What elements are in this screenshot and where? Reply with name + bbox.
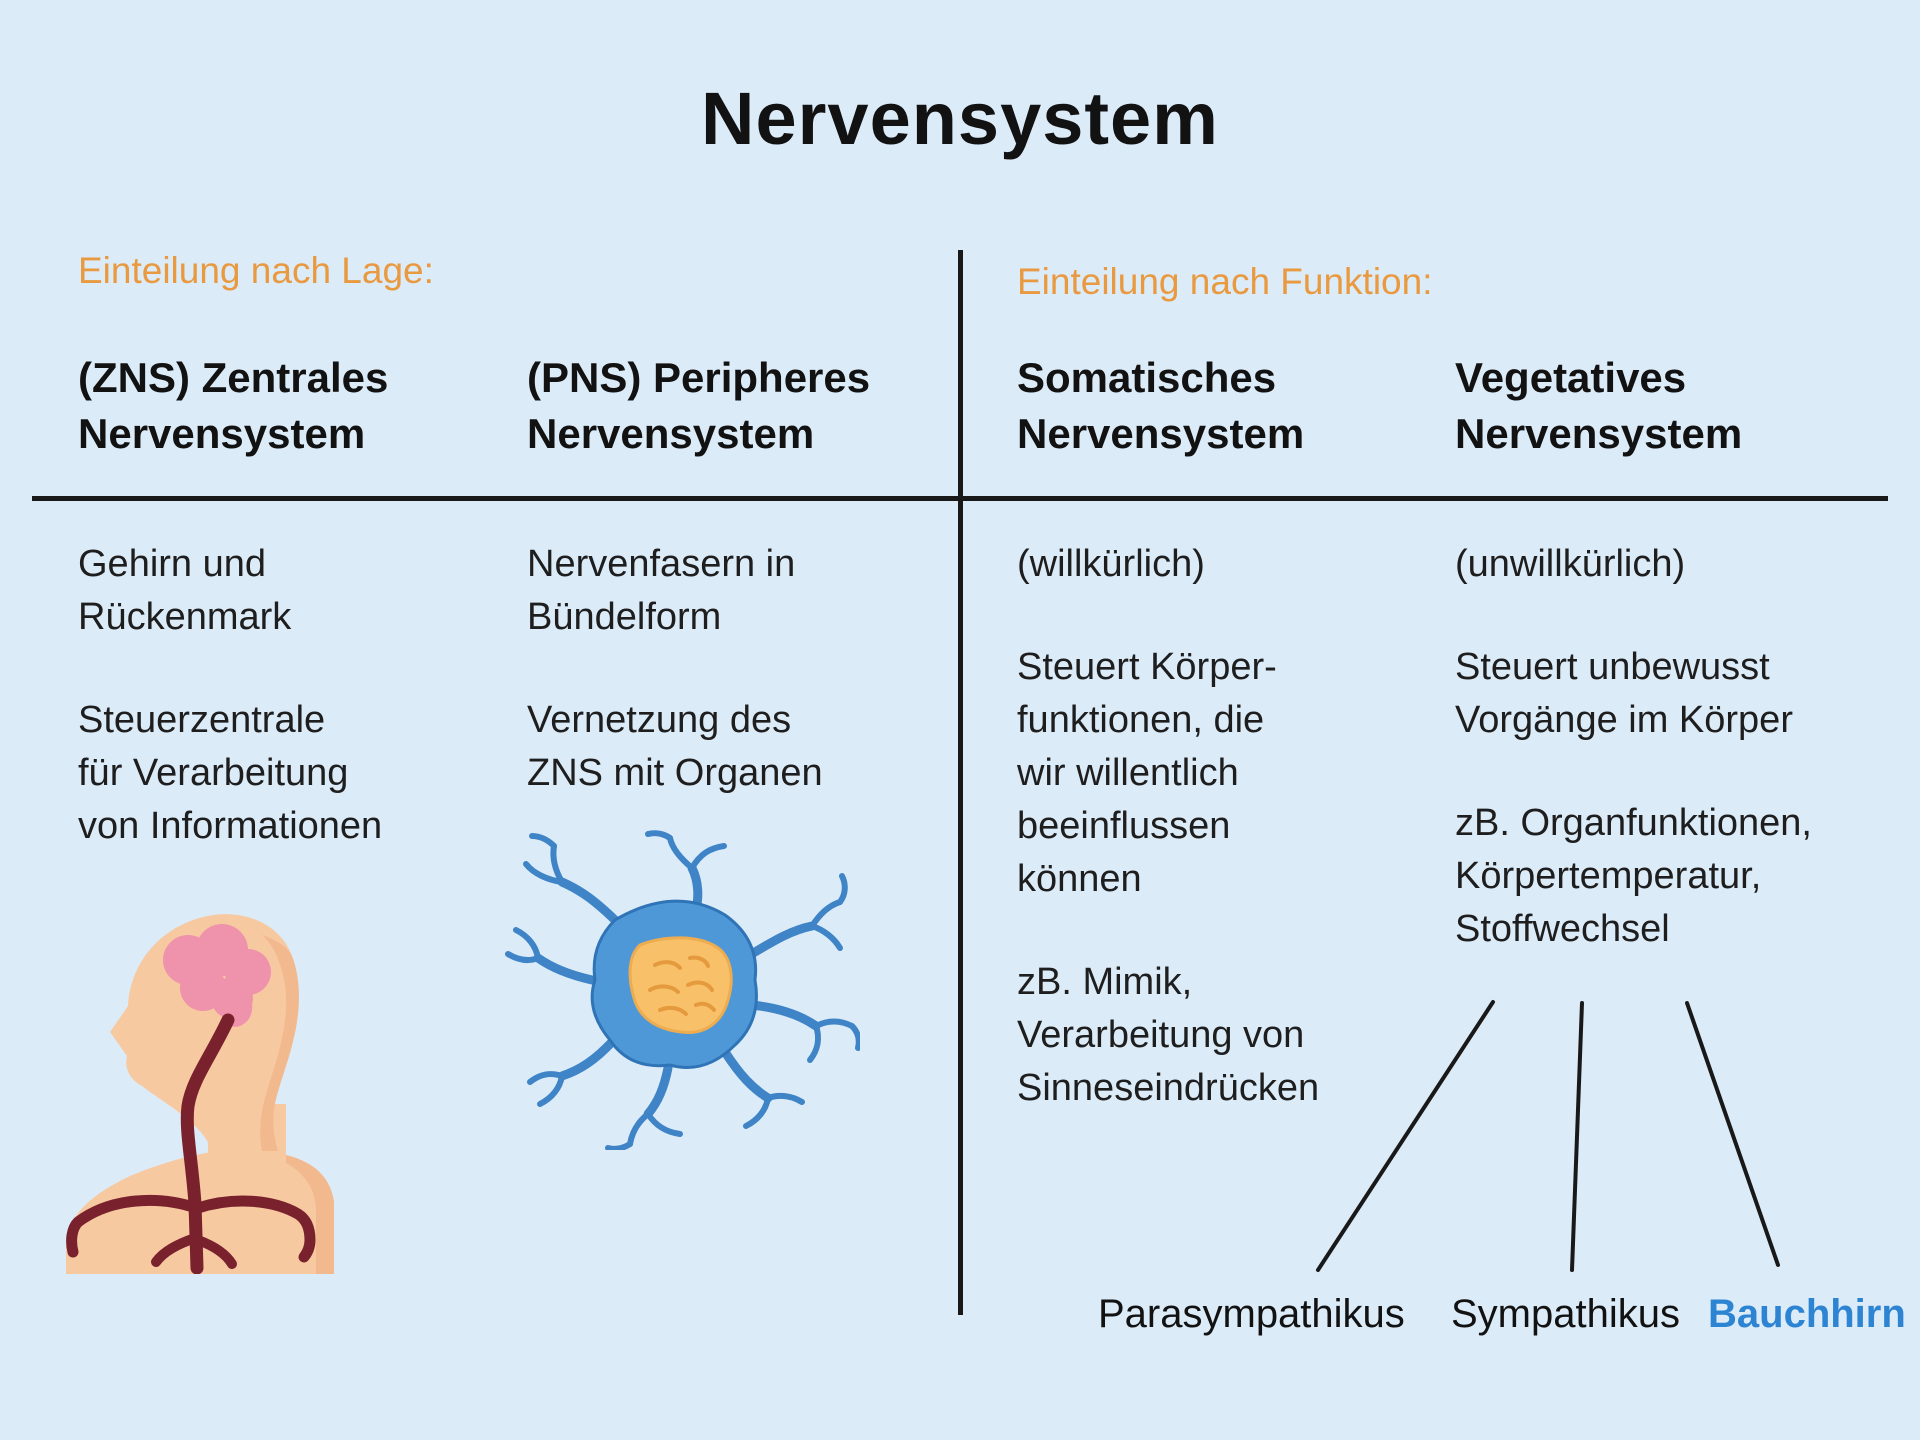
branch-label-bauchhirn: Bauchhirn (1708, 1292, 1906, 1336)
column-paragraph: zB. Organfunktionen, Körpertemperatur, S… (1455, 802, 1812, 950)
column-paragraph: Gehirn und Rückenmark (78, 543, 292, 638)
column-pns: (PNS) Peripheres Nervensystem Nervenfase… (527, 350, 947, 850)
column-paragraph: Steuerzentrale für Verarbeitung von Info… (78, 699, 383, 847)
column-paragraph: Vernetzung des ZNS mit Organen (527, 699, 823, 794)
section-heading-nach-lage: Einteilung nach Lage: (78, 250, 434, 291)
column-zns: (ZNS) Zentrales Nervensystem Gehirn und … (78, 350, 508, 903)
branch-line-bauchhirn (1685, 1001, 1780, 1267)
column-paragraph: zB. Mimik, Verarbeitung von Sinneseindrü… (1017, 961, 1320, 1109)
neuron-illustration (505, 830, 860, 1150)
column-somatisches: Somatisches Nervensystem (willkürlich) S… (1017, 350, 1447, 1165)
nucleus-shape (628, 936, 733, 1034)
section-divider-vertical (958, 250, 963, 1315)
column-paragraph: Nervenfasern in Bündelform (527, 543, 796, 638)
branch-label-sympathikus: Sympathikus (1451, 1292, 1680, 1336)
head-brain-spinal-cord-illustration (66, 914, 334, 1274)
branch-label-parasympathikus: Parasympathikus (1098, 1292, 1405, 1336)
column-vegetatives: Vegetatives Nervensystem (unwillkürlich)… (1455, 350, 1915, 1006)
column-paragraph: Steuert unbewusst Vorgänge im Körper (1455, 646, 1793, 741)
column-header: Vegetatives Nervensystem (1455, 354, 1743, 457)
column-paragraph: Steuert Körper- funktionen, die wir will… (1017, 646, 1277, 900)
column-header: Somatisches Nervensystem (1017, 354, 1305, 457)
column-paragraph: (willkürlich) (1017, 543, 1205, 585)
dendrites-shape (505, 830, 860, 1150)
column-header: (PNS) Peripheres Nervensystem (527, 354, 871, 457)
nucleus-texture (648, 955, 716, 1016)
section-divider-horizontal (32, 496, 1888, 501)
column-header: (ZNS) Zentrales Nervensystem (78, 354, 389, 457)
page-title: Nervensystem (701, 77, 1219, 160)
branch-line-sympathikus (1570, 1001, 1584, 1272)
column-paragraph: (unwillkürlich) (1455, 543, 1686, 585)
section-heading-nach-funktion: Einteilung nach Funktion: (1017, 261, 1433, 302)
spinal-cord-shape (66, 1013, 316, 1274)
